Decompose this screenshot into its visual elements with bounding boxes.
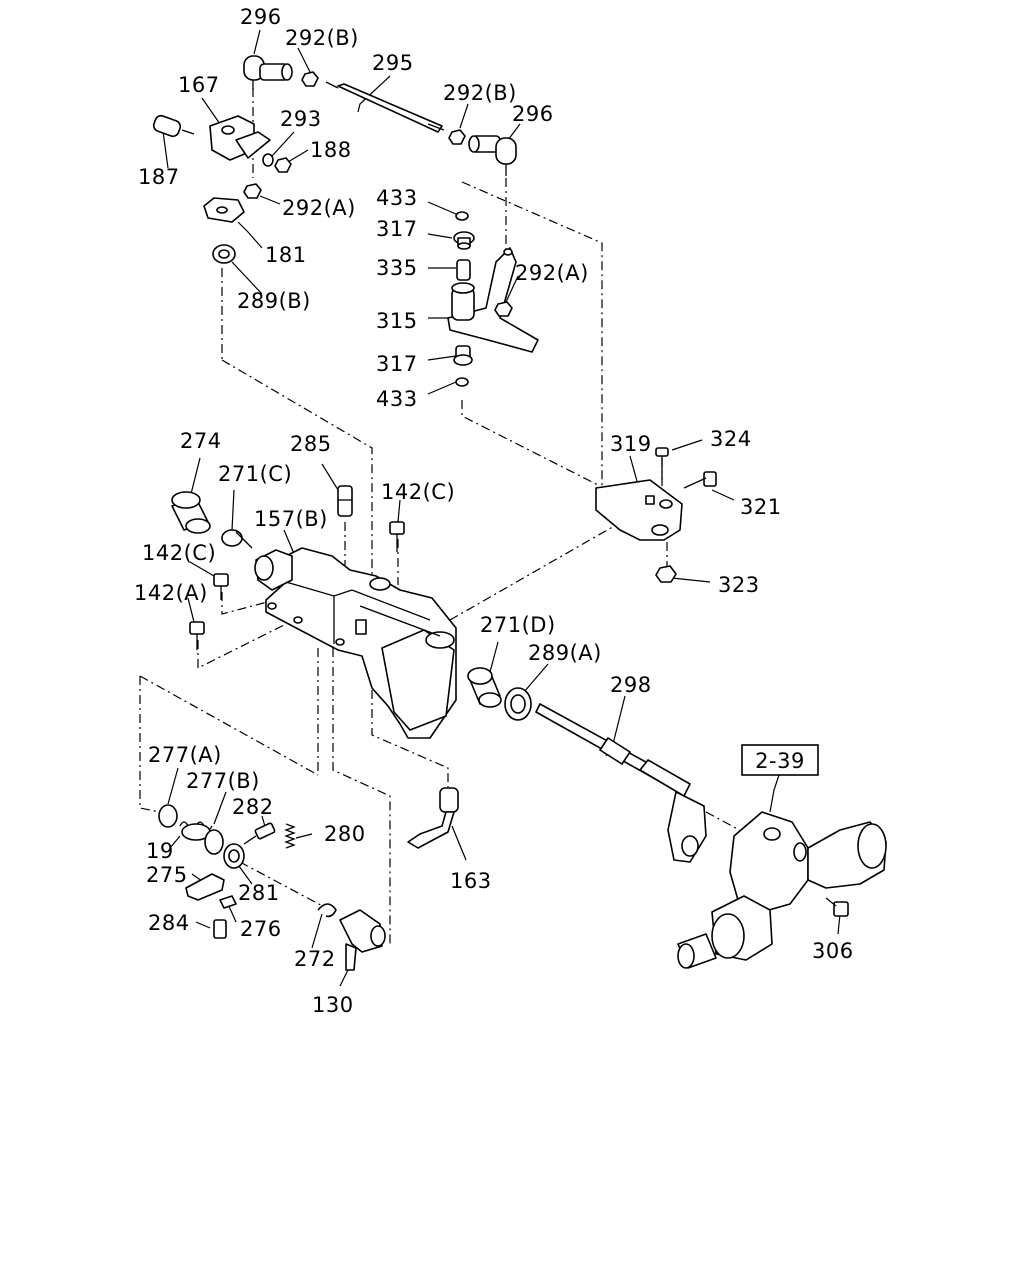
bush-271c [221, 529, 253, 549]
clip-272 [317, 903, 337, 918]
bolt-321 [683, 471, 717, 489]
callout-321: 321 [740, 495, 782, 519]
callout-319: 319 [610, 432, 652, 456]
seal-289a [504, 687, 532, 721]
callout-292a: 292(A) [282, 196, 356, 220]
callout-142a: 142(A) [134, 581, 208, 605]
callout-271d: 271(D) [480, 613, 556, 637]
callout-275: 275 [146, 863, 188, 887]
leader-lines [161, 29, 841, 987]
callout-289a: 289(A) [528, 641, 602, 665]
callout-315: 315 [376, 309, 418, 333]
reference-box-2-39: 2-39 [741, 744, 819, 776]
callout-335: 335 [376, 256, 418, 280]
pin-187 [152, 114, 195, 138]
bracket-319 [595, 479, 683, 541]
lever-163 [407, 787, 459, 849]
callout-324: 324 [710, 427, 752, 451]
callout-433: 433 [376, 387, 418, 411]
collar-317-bottom [453, 345, 473, 366]
switch-282 [243, 822, 276, 845]
callout-298: 298 [610, 673, 652, 697]
nut-292b-right [448, 129, 466, 145]
nut-292a-right [494, 301, 513, 317]
lever-130 [339, 909, 386, 971]
spring-280 [284, 823, 296, 849]
plate-276 [219, 895, 237, 909]
bolt-324 [655, 447, 669, 480]
callout-323: 323 [718, 573, 760, 597]
callout-282: 282 [232, 795, 274, 819]
sleeve-335 [456, 259, 471, 281]
callout-280: 280 [324, 822, 366, 846]
transfer-assembly-ref [677, 811, 887, 969]
oring-433-top [455, 211, 469, 221]
callout-289b: 289(B) [237, 289, 311, 313]
callout-296: 296 [512, 102, 554, 126]
callout-142c: 142(C) [381, 480, 455, 504]
callout-306: 306 [812, 939, 854, 963]
callout-163: 163 [450, 869, 492, 893]
callout-167: 167 [178, 73, 220, 97]
bolt-142a [189, 621, 205, 650]
callout-292b: 292(B) [285, 26, 359, 50]
callout-276: 276 [240, 917, 282, 941]
nut-292a-left [243, 183, 262, 199]
lever-167 [209, 115, 271, 161]
callout-labels: 296 292(B) 295 292(B) 296 167 293 188 18… [134, 5, 854, 1017]
bolt-142c-top [389, 521, 405, 552]
callout-130: 130 [312, 993, 354, 1017]
shaft-298 [535, 703, 707, 863]
callout-284: 284 [148, 911, 190, 935]
bracket-181 [203, 197, 245, 223]
nut-323 [655, 565, 677, 583]
callout-281: 281 [238, 881, 280, 905]
callout-292b: 292(B) [443, 81, 517, 105]
callout-274: 274 [180, 429, 222, 453]
bolt-306 [825, 897, 849, 917]
nut-292b-left [301, 71, 319, 87]
rod-295 [325, 81, 445, 133]
callout-157b: 157(B) [254, 507, 328, 531]
washer-293 [262, 153, 274, 167]
callout-271c: 271(C) [218, 462, 292, 486]
callout-142c: 142(C) [142, 541, 216, 565]
callout-181: 181 [265, 243, 307, 267]
bolt-284 [213, 919, 227, 939]
callout-19: 19 [146, 839, 174, 863]
breather-285 [337, 485, 353, 517]
callout-295: 295 [372, 51, 414, 75]
callout-277b: 277(B) [186, 769, 260, 793]
callout-277a: 277(A) [148, 743, 222, 767]
bracket-275 [185, 873, 225, 901]
nut-188 [274, 157, 292, 173]
callout-296: 296 [240, 5, 282, 29]
ring-277a [158, 804, 178, 828]
callout-433: 433 [376, 186, 418, 210]
ball-joint-296-left [243, 55, 293, 90]
sleeve-274 [171, 491, 211, 534]
ball-joint-296-right [468, 135, 517, 176]
callout-272: 272 [294, 947, 336, 971]
callout-317: 317 [376, 352, 418, 376]
bolt-142c-left [213, 573, 229, 600]
alignment-lines [139, 88, 759, 946]
callout-317: 317 [376, 217, 418, 241]
bush-271d [467, 667, 502, 708]
callout-188: 188 [310, 138, 352, 162]
callout-293: 293 [280, 107, 322, 131]
oring-433-bottom [455, 377, 469, 387]
callout-292a: 292(A) [515, 261, 589, 285]
callout-187: 187 [138, 165, 180, 189]
reference-box-label: 2-39 [755, 749, 805, 773]
cap-281 [223, 843, 245, 869]
ring-277b [204, 829, 224, 855]
bush-289b [212, 244, 236, 264]
lever-315 [447, 247, 539, 353]
housing-157b [254, 547, 457, 739]
callout-285: 285 [290, 432, 332, 456]
collar-317-top [453, 231, 475, 250]
